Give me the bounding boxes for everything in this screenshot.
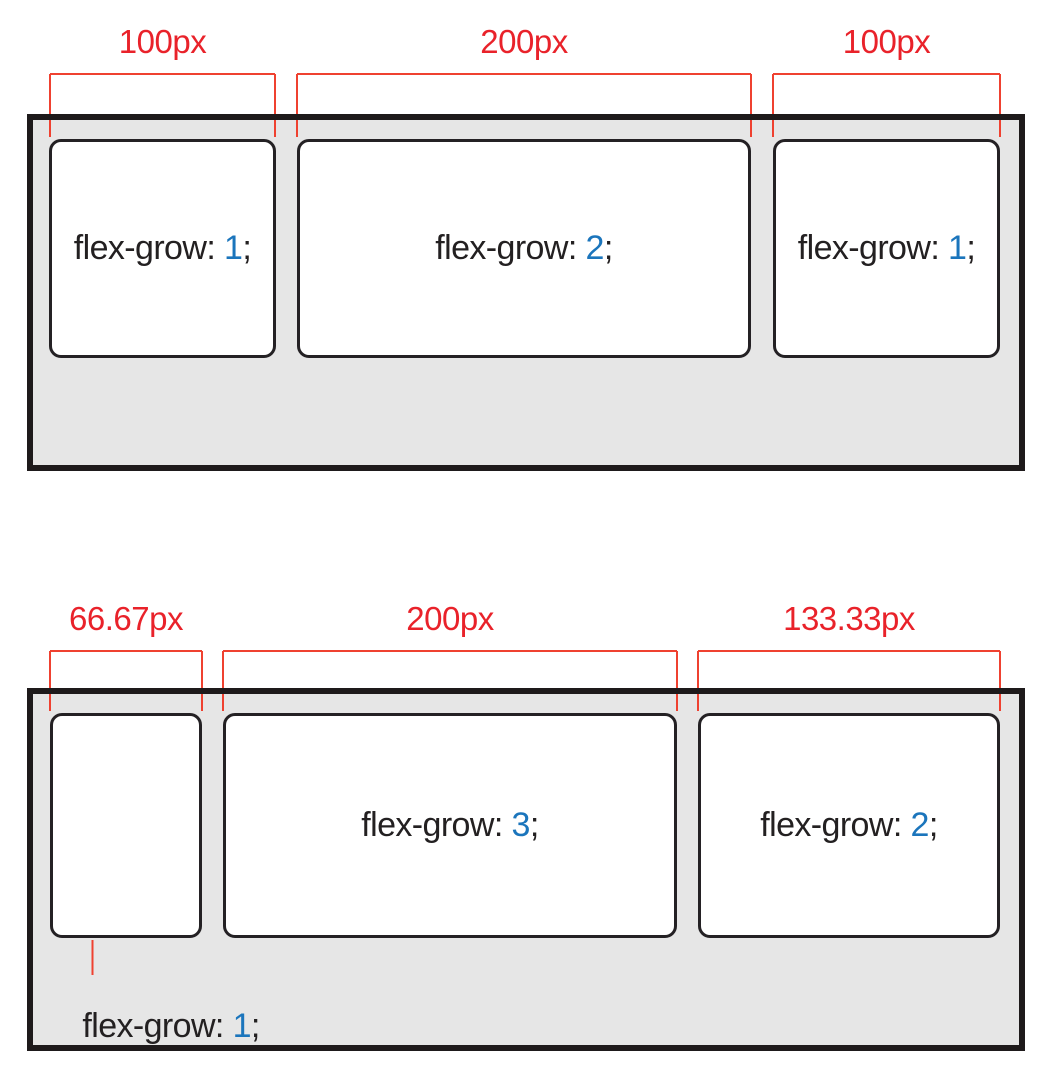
flex-grow-callout-label: flex-grow: 1; [47,968,260,1079]
flex-grow-value: 2 [910,806,930,844]
flex-item-label-suffix: ; [250,1007,260,1045]
flex-item-label: flex-grow: [82,1007,233,1045]
dimension-label-1: 100px [118,23,207,60]
flex-grow-value: 2 [585,229,605,267]
flex-item-label: flex-grow: [760,806,911,844]
flex-item-label-suffix: ; [529,806,539,844]
flex-grow-value: 1 [224,229,243,267]
flex-grow-value: 3 [511,806,531,844]
flex-grow-value: 1 [232,1007,252,1045]
flex-grow-value: 1 [948,229,967,267]
dimension-label-6: 133.33px [783,600,915,637]
flex-item-label-suffix: ; [603,229,613,267]
flex-item-label: flex-grow: [73,229,225,267]
dimension-label-5: 200px [406,600,494,637]
flex-item-grow-2-middle: flex-grow: 2; [297,139,751,358]
flex-item-label-suffix: ; [966,229,976,267]
flex-item-grow-3: flex-grow: 3; [223,713,677,938]
dimension-label-4: 66.67px [69,600,183,637]
flex-item-grow-1-narrow [50,713,202,938]
flex-item-grow-2: flex-grow: 2; [698,713,1000,938]
flex-item-label-suffix: ; [928,806,938,844]
flex-item-grow-1-right: flex-grow: 1; [773,139,1000,358]
flex-item-label: flex-grow: [435,229,586,267]
dimension-label-2: 200px [480,23,568,60]
dimension-label-3: 100px [842,23,931,60]
flex-item-label: flex-grow: [797,229,949,267]
flex-item-label-suffix: ; [242,229,252,267]
flex-item-label: flex-grow: [361,806,512,844]
flex-item-grow-1-left: flex-grow: 1; [49,139,276,358]
